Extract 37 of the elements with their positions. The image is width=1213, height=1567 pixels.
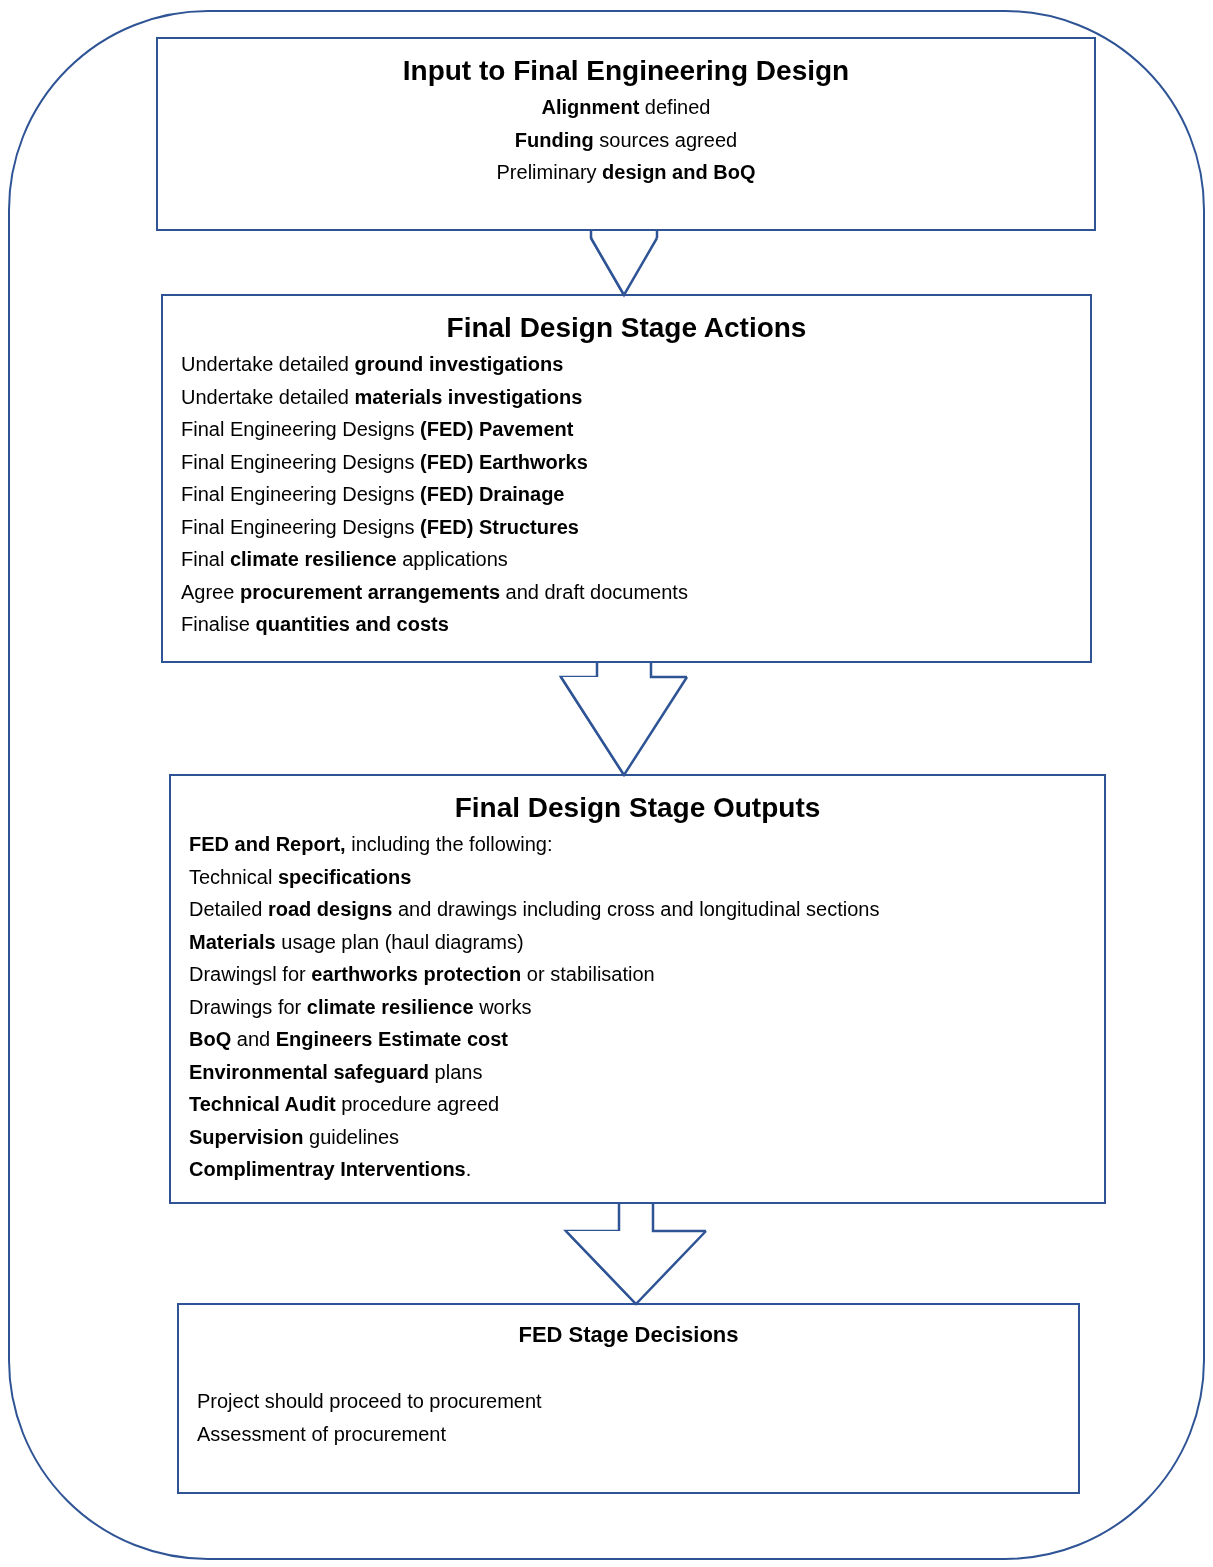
stage-item: Final Engineering Designs (FED) Structures <box>181 514 579 540</box>
stage-heading: FED Stage Decisions <box>518 1321 739 1349</box>
stage-heading: Final Design Stage Actions <box>446 311 807 345</box>
stage-item: Project should proceed to procurement <box>197 1389 542 1414</box>
stage-item: Drawings for climate resilience works <box>189 994 532 1020</box>
stage-item: Materials usage plan (haul diagrams) <box>189 929 524 955</box>
stage-box <box>169 774 1106 1204</box>
stage-item: Alignment defined <box>541 95 711 120</box>
stage-item: Drawingsl for earthworks protection or stabilisation <box>189 962 655 987</box>
stage-item: Undertake detailed materials investigations <box>181 384 583 410</box>
stage-item: Finalise quantities and costs <box>181 612 449 637</box>
stage-item: Assessment of procurement <box>197 1421 446 1447</box>
block-arrow <box>589 228 659 297</box>
stage-box <box>156 37 1096 231</box>
stage-box <box>177 1303 1080 1494</box>
stage-item: Funding sources agreed <box>514 127 738 153</box>
stage-item: Agree procurement arrangements and draft documents <box>181 579 688 605</box>
stage-heading: Final Design Stage Outputs <box>454 791 821 825</box>
stage-item: Final Engineering Designs (FED) Pavement <box>181 417 574 442</box>
stage-item: BoQ and Engineers Estimate cost <box>189 1027 508 1052</box>
stage-heading: Input to Final Engineering Design <box>402 54 850 88</box>
stage-item: Final Engineering Designs (FED) Earthworks <box>181 449 588 475</box>
stage-item: Technical specifications <box>189 864 412 890</box>
stage-item: Environmental safeguard plans <box>189 1059 483 1085</box>
stage-item: Complimentray Interventions. <box>189 1157 472 1182</box>
stage-item: Undertake detailed ground investigations <box>181 352 564 377</box>
block-arrow <box>558 660 689 777</box>
stage-item: Technical Audit procedure agreed <box>189 1092 500 1117</box>
stage-item: FED and Report, including the following: <box>189 832 553 857</box>
rounded-frame <box>8 10 1205 1560</box>
stage-item: Final climate resilience applications <box>181 547 508 572</box>
stage-item: Supervision guidelines <box>189 1124 400 1150</box>
stage-item: Final Engineering Designs (FED) Drainage <box>181 482 565 507</box>
stage-box <box>161 294 1092 663</box>
stage-item: Detailed road designs and drawings including cross and longitudinal sections <box>189 897 880 922</box>
stage-item: Preliminary design and BoQ <box>496 160 756 185</box>
block-arrow <box>563 1201 708 1306</box>
